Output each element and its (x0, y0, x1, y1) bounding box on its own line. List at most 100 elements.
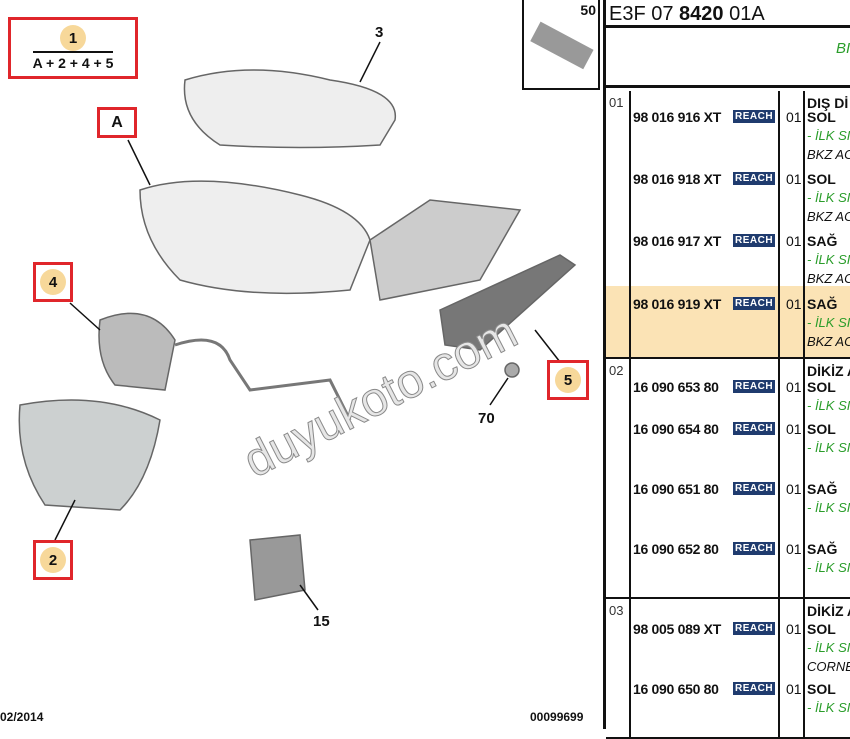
mirror-glass-part (18, 399, 161, 511)
footer-code: 00099699 (530, 710, 584, 724)
group-ref: 03 (609, 603, 624, 618)
part-number[interactable]: 98 016 916 XT (633, 109, 721, 125)
reach-badge: REACH (733, 682, 776, 695)
callout-label: 2 (40, 547, 66, 573)
side: SOL (807, 379, 836, 395)
footer-date: 02/2014 (0, 710, 44, 724)
kit-formula: A + 2 + 4 + 5 (32, 51, 114, 71)
reach-badge: REACH (733, 422, 776, 435)
column-divider (629, 599, 631, 737)
exploded-mirror-diagram (18, 41, 577, 611)
group-ref: 01 (609, 95, 624, 110)
side: SAĞ (807, 296, 838, 312)
label-3[interactable]: 3 (375, 24, 384, 41)
part-number[interactable]: 98 005 089 XT (633, 621, 721, 637)
kit-number: 1 (60, 25, 86, 51)
parts-table: E3F 07 8420 01A BI 01 DIŞ Dİ 98 016 916 X… (603, 0, 850, 739)
label-15[interactable]: 15 (313, 613, 330, 630)
part-number[interactable]: 16 090 653 80 (633, 379, 719, 395)
column-divider (803, 91, 805, 357)
quantity: 01 (786, 171, 802, 187)
parts-group: 03 DİKİZ A 98 005 089 XT REACH 01 SOL - İ… (606, 599, 850, 739)
quantity: 01 (786, 681, 802, 697)
part-number[interactable]: 98 016 918 XT (633, 171, 721, 187)
note: - İLK SI (807, 560, 850, 575)
row-highlight (606, 286, 850, 357)
column-divider (778, 359, 780, 597)
reach-badge: REACH (733, 380, 776, 393)
title-prefix: E3F 07 (609, 3, 680, 25)
note: - İLK SI (807, 500, 850, 515)
callout-A[interactable]: A (97, 107, 137, 138)
wire-harness (174, 338, 352, 421)
side: SOL (807, 421, 836, 437)
mirror-housing-part (139, 180, 371, 295)
note: - İLK SI (807, 398, 850, 413)
thumbnail-image (530, 21, 594, 70)
mirror-motor-part (98, 312, 176, 391)
column-divider (629, 91, 631, 357)
side: SOL (807, 681, 836, 697)
part-number[interactable]: 16 090 654 80 (633, 421, 719, 437)
note-secondary: CORNE (807, 659, 850, 674)
callout-kit-1[interactable]: 1 A + 2 + 4 + 5 (8, 17, 138, 79)
reach-badge: REACH (733, 172, 776, 185)
quantity: 01 (786, 541, 802, 557)
callout-4[interactable]: 4 (33, 262, 73, 302)
column-divider (778, 599, 780, 737)
group-title: DİKİZ A (807, 363, 850, 379)
note: - İLK SI (807, 252, 850, 267)
thumbnail-number: 50 (580, 2, 596, 18)
note: - İLK SI (807, 700, 850, 715)
table-title: E3F 07 8420 01A (606, 0, 850, 28)
side: SOL (807, 621, 836, 637)
column-divider (803, 359, 805, 597)
mirror-seal-part (439, 254, 577, 351)
side: SOL (807, 171, 836, 187)
note-secondary: BKZ AC (807, 334, 850, 349)
callout-label: 5 (555, 367, 581, 393)
thumbnail-box: 50 (522, 0, 600, 90)
table-subtitle-row: BI (606, 28, 850, 88)
note-secondary: BKZ AC (807, 209, 850, 224)
note: - İLK SI (807, 128, 850, 143)
title-bold: 8420 (679, 3, 724, 25)
parts-group: 01 DIŞ Dİ 98 016 916 XT REACH 01 SOL - İL… (606, 91, 850, 359)
quantity: 01 (786, 233, 802, 249)
part-number[interactable]: 98 016 917 XT (633, 233, 721, 249)
group-title: DİKİZ A (807, 603, 850, 619)
clip-part (504, 362, 520, 378)
callout-label: 4 (40, 269, 66, 295)
note-secondary: BKZ AC (807, 147, 850, 162)
quantity: 01 (786, 109, 802, 125)
side: SOL (807, 109, 836, 125)
note: - İLK SI (807, 440, 850, 455)
group-ref: 02 (609, 363, 624, 378)
callout-5[interactable]: 5 (547, 360, 589, 400)
reach-badge: REACH (733, 297, 776, 310)
mirror-base-part (369, 199, 522, 301)
label-70[interactable]: 70 (478, 410, 495, 427)
title-suffix: 01A (723, 3, 765, 25)
reach-badge: REACH (733, 622, 776, 635)
reach-badge: REACH (733, 234, 776, 247)
note: - İLK SI (807, 640, 850, 655)
note: - İLK SI (807, 315, 850, 330)
part-number[interactable]: 98 016 919 XT (633, 296, 721, 312)
column-divider (778, 91, 780, 357)
part-number[interactable]: 16 090 652 80 (633, 541, 719, 557)
group-title: DIŞ Dİ (807, 95, 849, 111)
quantity: 01 (786, 621, 802, 637)
quantity: 01 (786, 421, 802, 437)
quantity: 01 (786, 379, 802, 395)
note-secondary: BKZ AC (807, 271, 850, 286)
part-number[interactable]: 16 090 650 80 (633, 681, 719, 697)
part-number[interactable]: 16 090 651 80 (633, 481, 719, 497)
reach-badge: REACH (733, 542, 776, 555)
side: SAĞ (807, 541, 838, 557)
switch-part (249, 534, 306, 601)
side: SAĞ (807, 233, 838, 249)
callout-label: A (111, 113, 123, 131)
quantity: 01 (786, 296, 802, 312)
callout-2[interactable]: 2 (33, 540, 73, 580)
